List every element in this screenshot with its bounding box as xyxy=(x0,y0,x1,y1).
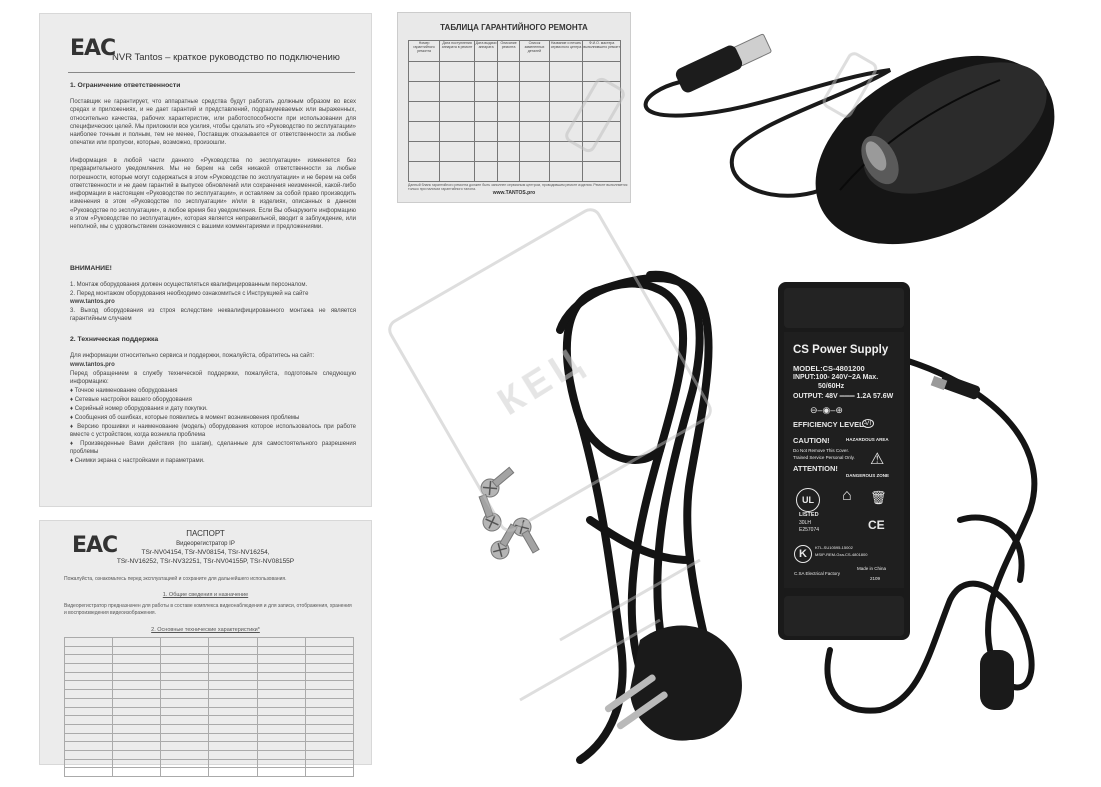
manual-attention-1: 1. Монтаж оборудования должен осуществля… xyxy=(70,282,308,288)
passport-models-2: TSr-NV16252, TSr-NV32251, TSr-NV04155P, … xyxy=(116,558,295,565)
manual-list-4: ♦ Сообщения об ошибках, которые появилис… xyxy=(70,415,300,421)
spec-table xyxy=(63,637,355,777)
mouse-cable xyxy=(643,68,892,198)
passport-subtitle: Видеорегистратор IP xyxy=(176,541,235,547)
psu-hazard: HAZARDOUS AREA xyxy=(846,437,889,442)
warranty-card: ТАБЛИЦА ГАРАНТИЙНОГО РЕМОНТА Номер гаран… xyxy=(398,13,630,202)
computer-mouse xyxy=(815,55,1055,245)
passport-sheet: EAC ПАСПОРТ Видеорегистратор IP TSr-NV04… xyxy=(40,521,371,777)
psu-kc-text: KTL-SU10595-15002 xyxy=(815,545,853,550)
psu-frequency: 50/60Hz xyxy=(818,383,845,390)
warranty-header: Номер гарантийного ремонта xyxy=(407,40,441,62)
psu-factory: C.SA Electrical Factory xyxy=(794,571,841,576)
power-supply-unit xyxy=(778,282,910,640)
psu-date-code: 2109 xyxy=(870,576,881,581)
ul-mark-icon: UL xyxy=(796,488,820,512)
warranty-note: Данный бланк гарантийного ремонта должен… xyxy=(408,183,628,191)
usb-plug xyxy=(675,33,772,93)
manual-list-3: ♦ Серийный номер оборудования и дату пок… xyxy=(70,406,208,412)
euro-plug xyxy=(604,625,742,741)
dc-cable xyxy=(824,357,1038,714)
dc-plug xyxy=(930,374,981,400)
warranty-header: Список замененных деталей xyxy=(519,40,550,62)
manual-list-5: ♦ Версию прошивки и наименование (модель… xyxy=(70,424,356,439)
psu-efficiency: EFFICIENCY LEVEL: xyxy=(793,420,867,429)
manual-attention-url: www.tantos.pro xyxy=(70,299,115,305)
manual-section-2: 2. Техническая поддержка xyxy=(70,336,159,343)
manual-list-1: ♦ Точное наименование оборудования xyxy=(70,388,178,394)
passport-models-1: TSr-NV04154, TSr-NV08154, TSr-NV16254, xyxy=(141,549,270,556)
polarity-icon: ⊖–◉–⊕ xyxy=(810,405,843,415)
psu-caution-text-2: Trained Service Personal Only. xyxy=(793,455,855,460)
manual-support-1: Для информации относительно сервиса и по… xyxy=(70,353,315,359)
manual-paragraph-1: Поставщик не гарантирует, что аппаратные… xyxy=(70,99,356,147)
manual-list-6: ♦ Произведенные Вами действия (по шагам)… xyxy=(70,441,356,456)
title-divider xyxy=(68,72,355,73)
passport-section-1-text: Видеорегистратор предназначен для работы… xyxy=(64,603,352,616)
manual-attention-2: 2. Перед монтажом оборудования необходим… xyxy=(70,291,309,297)
passport-section-1: 1. Общие сведения и назначение xyxy=(162,592,249,598)
psu-model: MODEL:CS-4801200 xyxy=(793,364,865,373)
psu-listed-code-2: E257074 xyxy=(799,527,820,533)
high-voltage-icon: ⚠ xyxy=(870,451,885,468)
manual-paragraph-2: Информация в любой части данного «Руково… xyxy=(70,158,356,231)
passport-title: ПАСПОРТ xyxy=(186,529,225,538)
warranty-header: Название и печать сервисного центра xyxy=(548,40,584,62)
eac-mark: EAC xyxy=(72,533,118,558)
manual-support-url: www.tantos.pro xyxy=(70,362,115,368)
psu-listed-code-1: 30LH xyxy=(799,520,811,526)
kc-mark-icon: K xyxy=(794,545,812,563)
psu-output: OUTPUT: 48V ═══ 1.2A 57.6W xyxy=(793,393,894,400)
warranty-grid: Номер гарантийного ремонта Дата поступле… xyxy=(407,40,621,182)
psu-made-in: Made in China xyxy=(857,566,887,571)
passport-intro: Пожалуйста, ознакомьтесь перед эксплуата… xyxy=(64,576,287,582)
psu-caution: CAUTION! xyxy=(793,436,830,445)
weee-bin-icon: 🗑 xyxy=(870,490,887,505)
psu-efficiency-value: VI xyxy=(862,419,875,428)
manual-list-2: ♦ Сетевые настройки вашего оборудования xyxy=(70,397,192,403)
psu-attention: ATTENTION! xyxy=(793,464,838,473)
manual-support-2: Перед обращением в службу технической по… xyxy=(70,371,356,386)
psu-brand: CS Power Supply xyxy=(793,344,889,356)
passport-section-2: 2. Основные технические характеристики* xyxy=(151,627,260,633)
warranty-card-title: ТАБЛИЦА ГАРАНТИЙНОГО РЕМОНТА xyxy=(440,23,588,32)
manual-attention-3: 3. Выход оборудования из строя вследстви… xyxy=(70,308,356,323)
manual-list-7: ♦ Снимки экрана с настройками и параметр… xyxy=(70,458,205,464)
psu-msip-text: MSIP-REM-Gxa-CS-4801800 xyxy=(815,552,868,557)
psu-input: INPUT:100- 240V~2A Max. xyxy=(793,374,879,381)
psu-listed: LISTED xyxy=(799,512,819,518)
manual-title: NVR Tantos – краткое руководство по подк… xyxy=(112,52,340,63)
manual-attention-heading: ВНИМАНИЕ! xyxy=(70,265,112,272)
manual-sheet: EAC NVR Tantos – краткое руководство по … xyxy=(40,14,371,506)
psu-danger: DANGEROUS ZONE xyxy=(846,473,890,478)
dc-ferrite xyxy=(980,650,1014,710)
eac-mark: EAC xyxy=(70,36,116,61)
watermark xyxy=(388,52,878,702)
house-icon: ⌂ xyxy=(842,487,852,504)
manual-section-1: 1. Ограничение ответственности xyxy=(70,82,181,89)
warranty-header: Описание ремонта xyxy=(497,40,521,62)
warranty-url: www.TANTOS.pro xyxy=(492,190,536,196)
ce-mark-icon: CE xyxy=(868,518,885,532)
screws xyxy=(478,466,540,560)
psu-caution-text-1: Do Not Remove This Cover. xyxy=(793,448,849,453)
